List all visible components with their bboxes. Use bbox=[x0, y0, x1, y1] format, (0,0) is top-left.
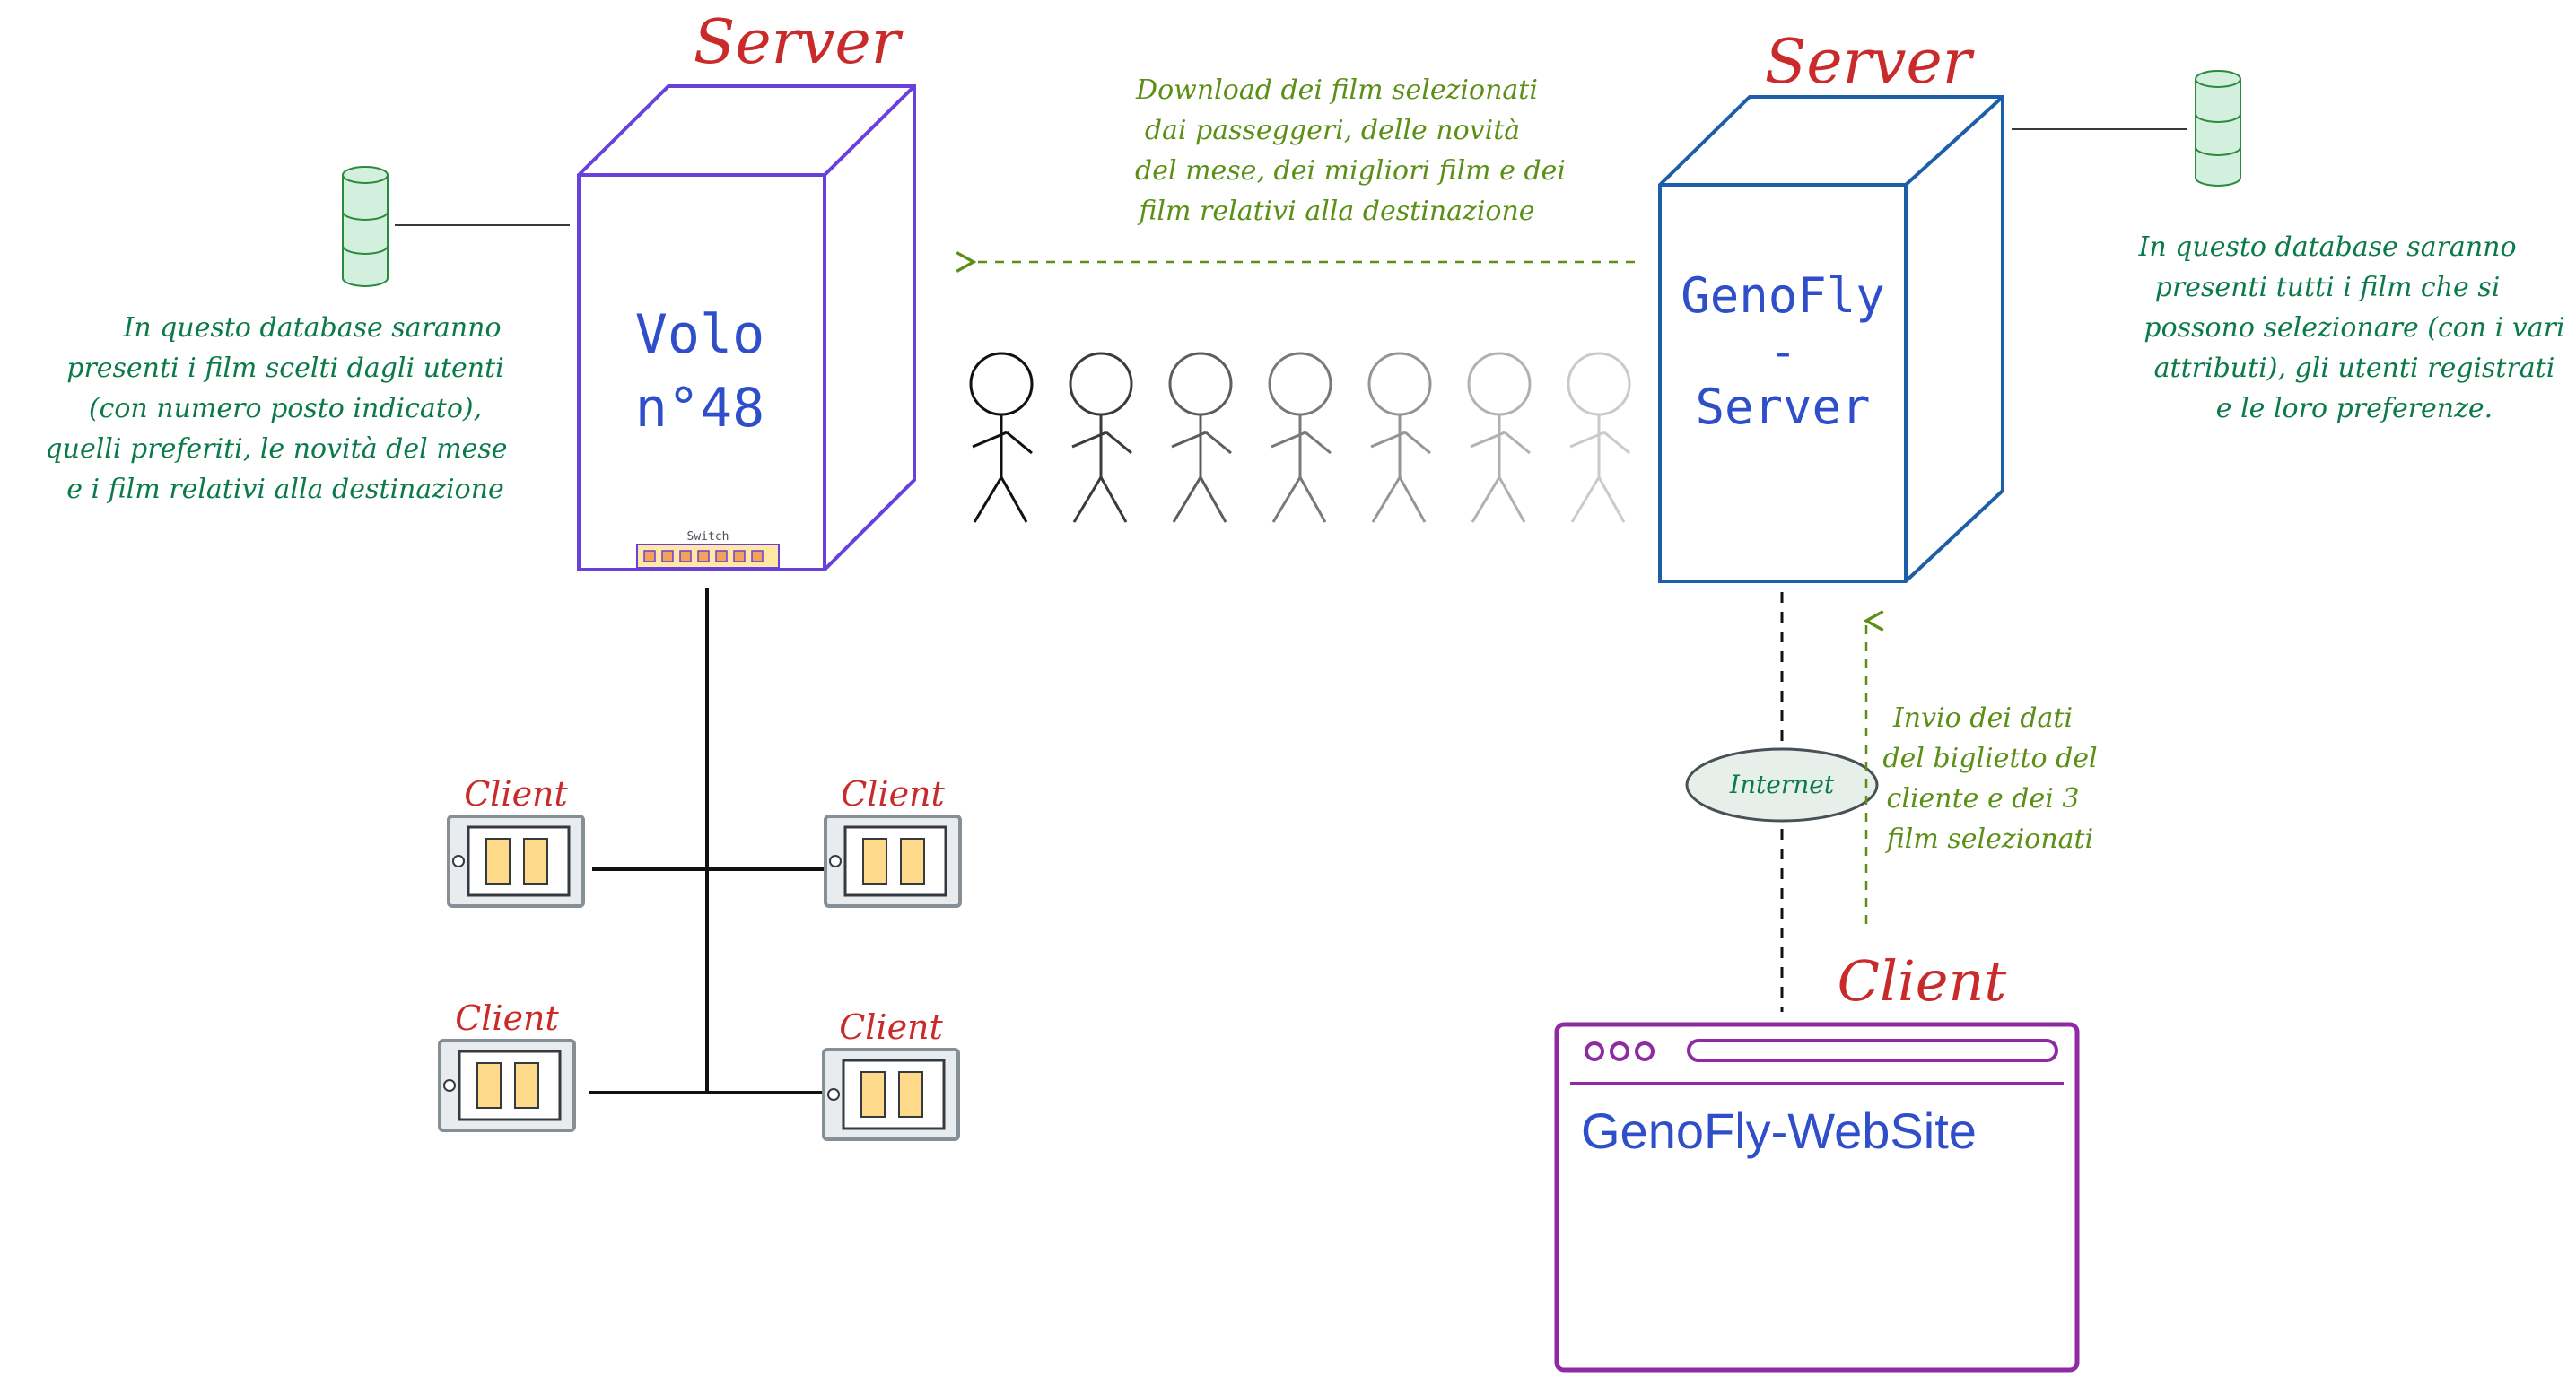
download-note-line: del mese, dei migliori film e dei bbox=[1135, 155, 1566, 187]
browser-window-controls[interactable] bbox=[1585, 1041, 1655, 1061]
lan-cabling bbox=[589, 588, 824, 1094]
tablet-client-label: Client bbox=[464, 774, 568, 814]
download-note-line: dai passeggeri, delle novità bbox=[1145, 115, 1520, 146]
passenger-stick-figure-icon bbox=[1268, 352, 1332, 523]
send-note-line: film selezionati bbox=[1885, 824, 2093, 855]
download-note: Download dei film selezionati dai passeg… bbox=[1135, 74, 1566, 227]
right-db-note-line: attributi), gli utenti registrati bbox=[2154, 353, 2555, 384]
right-server-title: Server bbox=[1765, 27, 1975, 98]
browser-address-bar[interactable] bbox=[1687, 1039, 2058, 1062]
tablet-client[interactable] bbox=[447, 815, 585, 908]
left-server-box bbox=[577, 84, 916, 571]
send-note: Invio dei dati del biglietto del cliente… bbox=[1882, 702, 2097, 855]
passenger-stick-figure-icon bbox=[1168, 352, 1233, 523]
right-db-note-line: e le loro preferenze. bbox=[2216, 393, 2493, 424]
passenger-stick-figure-icon bbox=[969, 352, 1034, 523]
right-server-name-line2: - bbox=[1768, 323, 1798, 379]
window-dot-icon bbox=[1585, 1041, 1604, 1061]
browser-window bbox=[1554, 1022, 2080, 1373]
left-database-icon bbox=[342, 166, 389, 287]
tablet-client-label: Client bbox=[455, 998, 559, 1038]
internet-label: Internet bbox=[1729, 770, 1835, 799]
right-server-name-line3: Server bbox=[1695, 379, 1870, 435]
left-db-note-line: presenti i film scelti dagli utenti bbox=[66, 353, 504, 384]
left-server-name-line2: n°48 bbox=[635, 377, 765, 440]
left-db-note-line: quelli preferiti, le novità del mese bbox=[45, 433, 507, 465]
passenger-stick-figure-icon bbox=[1467, 352, 1532, 523]
switch-icon bbox=[636, 544, 780, 569]
send-note-line: Invio dei dati bbox=[1892, 702, 2073, 734]
website-name: GenoFly-WebSite bbox=[1581, 1102, 1977, 1159]
passenger-stick-figure-icon bbox=[1069, 352, 1133, 523]
tablet-client-label: Client bbox=[841, 774, 945, 814]
right-db-note-line: possono selezionare (con i vari bbox=[2144, 312, 2564, 344]
download-note-line: Download dei film selezionati bbox=[1135, 74, 1538, 106]
right-db-note-line: presenti tutti i film che si bbox=[2155, 272, 2501, 303]
switch-label: Switch bbox=[687, 530, 729, 544]
send-note-line: cliente e dei 3 bbox=[1887, 783, 2080, 815]
passenger-stick-figure-icon bbox=[1567, 352, 1631, 523]
tablet-client[interactable] bbox=[438, 1039, 576, 1132]
right-server-box bbox=[1658, 95, 2004, 583]
internet-cloud bbox=[1685, 747, 1879, 823]
left-db-note-line: (con numero posto indicato), bbox=[89, 393, 482, 424]
tablet-client[interactable] bbox=[824, 815, 962, 908]
send-note-line: del biglietto del bbox=[1882, 743, 2097, 774]
web-client-title: Client bbox=[1838, 948, 2007, 1014]
left-db-note-line: e i film relativi alla destinazione bbox=[66, 474, 504, 505]
passenger-stick-figure-icon bbox=[1367, 352, 1432, 523]
left-server-title: Server bbox=[694, 7, 904, 78]
right-server-name-line1: GenoFly bbox=[1681, 267, 1885, 324]
right-database-note: In questo database saranno presenti tutt… bbox=[2137, 231, 2564, 424]
left-server-name-line1: Volo bbox=[635, 303, 765, 366]
right-database-icon bbox=[2195, 70, 2241, 187]
window-dot-icon bbox=[1635, 1041, 1655, 1061]
left-db-note-line: In questo database saranno bbox=[122, 312, 501, 344]
download-note-line: film relativi alla destinazione bbox=[1137, 196, 1534, 227]
window-dot-icon bbox=[1610, 1041, 1629, 1061]
tablet-client[interactable] bbox=[822, 1048, 960, 1141]
tablet-client-label: Client bbox=[839, 1007, 943, 1047]
left-database-note: In questo database saranno presenti i fi… bbox=[45, 312, 507, 505]
right-db-note-line: In questo database saranno bbox=[2137, 231, 2516, 263]
